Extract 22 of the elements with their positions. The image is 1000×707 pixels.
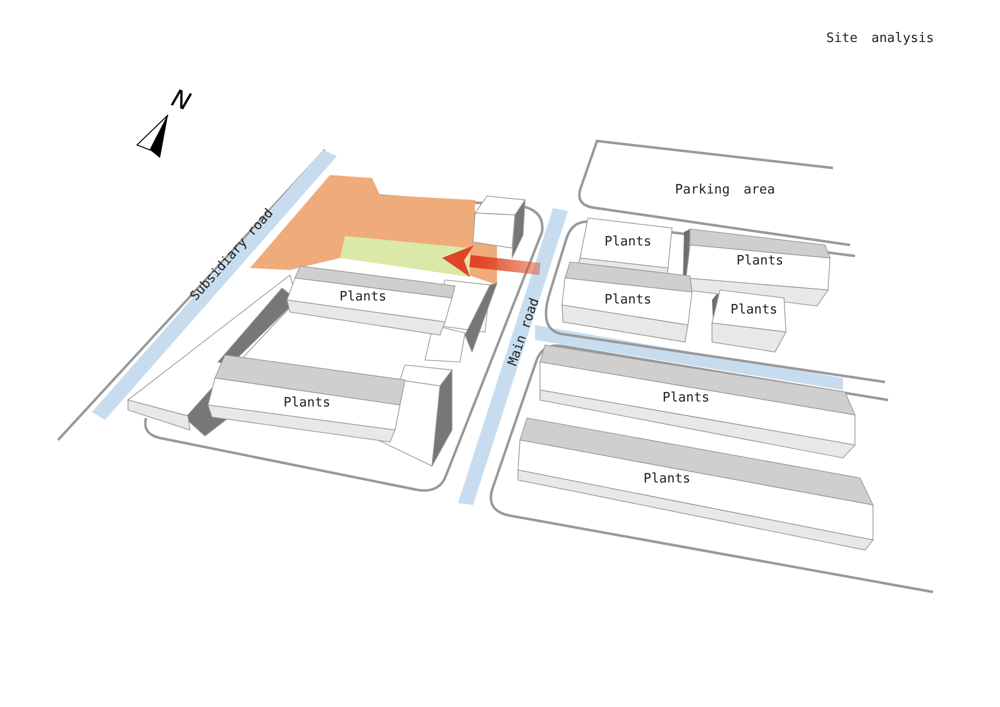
- open-space: [340, 236, 470, 277]
- building-block: [208, 355, 405, 442]
- building-name: Plants: [604, 236, 652, 248]
- arrow: [442, 245, 541, 278]
- building-name: Plants: [662, 392, 710, 404]
- building-block: [562, 262, 692, 342]
- building-name: Plants: [736, 254, 784, 268]
- building-block: [712, 290, 786, 352]
- north-label: N: [166, 86, 196, 114]
- area-name: Parking area: [675, 184, 775, 196]
- building-block: [540, 345, 855, 458]
- road-name: Main road: [506, 296, 542, 368]
- building-block: [518, 418, 873, 550]
- building-name: Plants: [644, 472, 690, 486]
- building-block: [287, 266, 455, 335]
- title: Site analysis: [826, 31, 934, 46]
- road-band: [92, 150, 337, 420]
- road-band: [458, 208, 568, 505]
- building-name: Plants: [604, 294, 652, 306]
- building-name: Plants: [730, 304, 778, 316]
- building-name: Plants: [284, 396, 330, 410]
- building-name: Plants: [340, 290, 386, 304]
